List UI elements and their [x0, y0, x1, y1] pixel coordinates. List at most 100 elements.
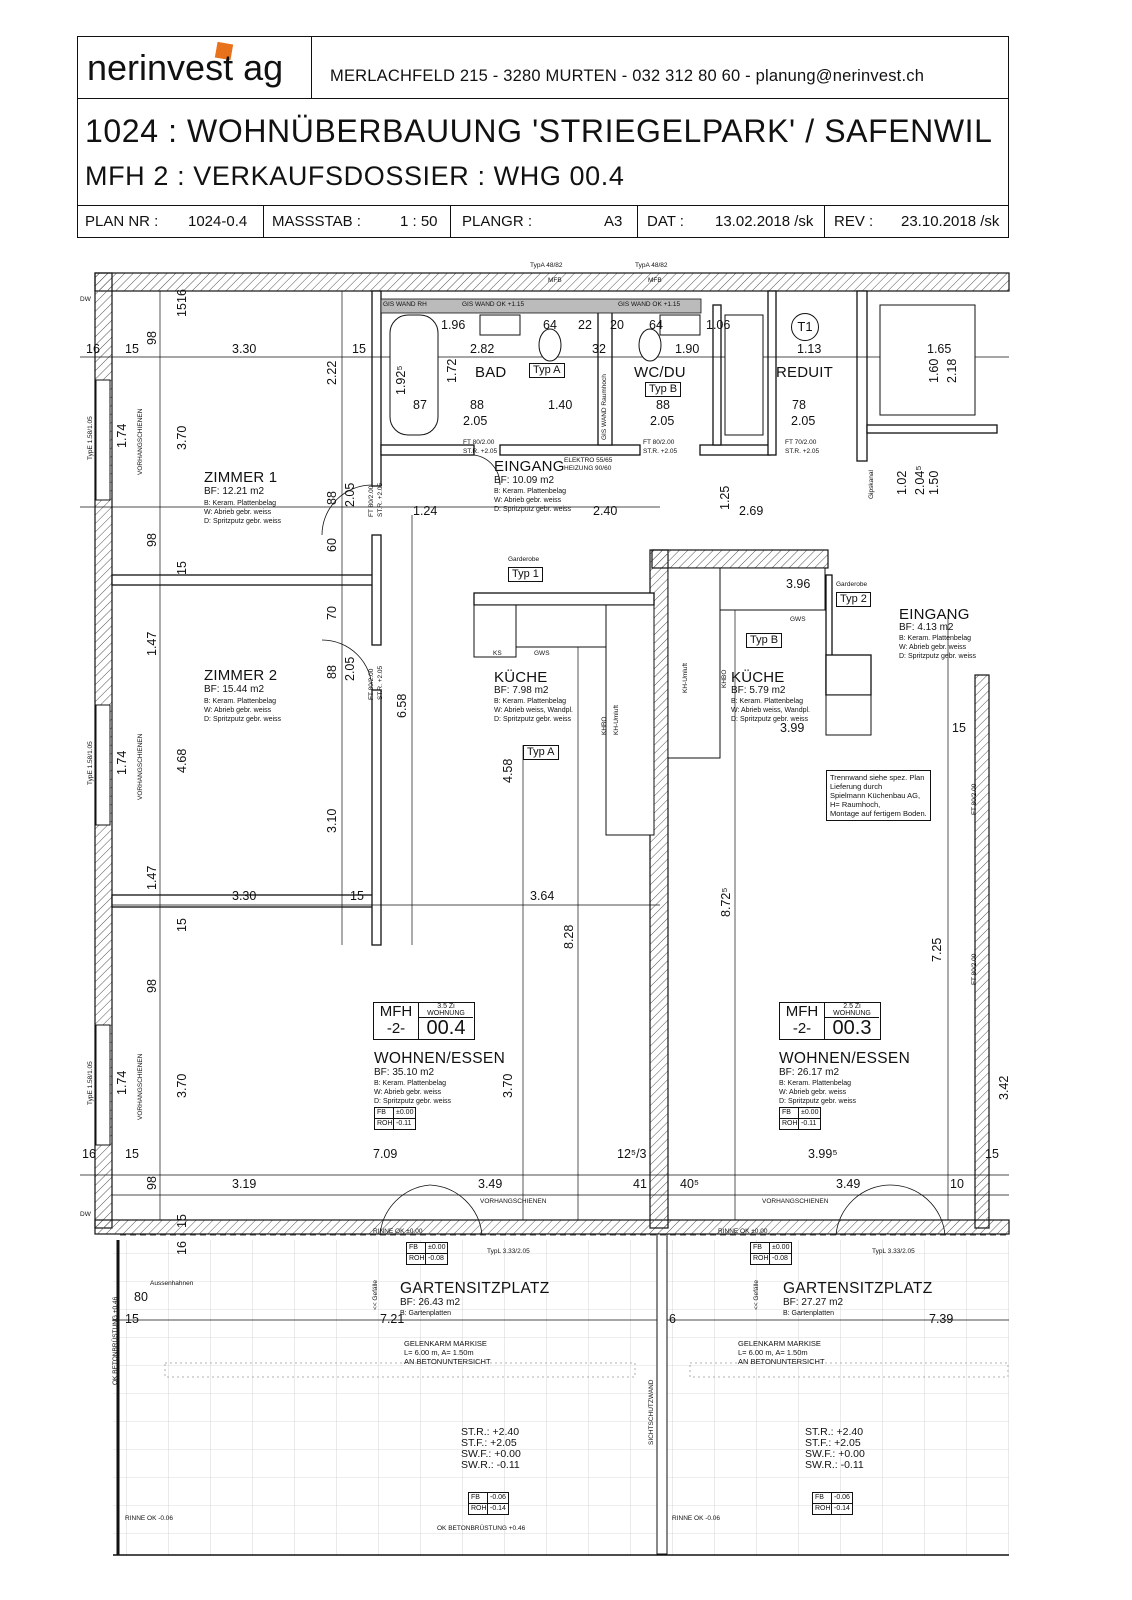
room-reduit: REDUIT	[776, 364, 834, 381]
ks-label: KS	[493, 650, 502, 657]
dim-v-4-68: 4.68	[175, 748, 189, 773]
mfb-label: MFB	[648, 277, 662, 284]
dim-3-49: 3.49	[478, 1177, 503, 1191]
technical-shaft-t1: T1	[791, 313, 819, 341]
dim-16: 16	[86, 342, 100, 356]
gis-wall-raumhoch: GIS WAND Raumhoch	[601, 374, 608, 440]
gutter-label-garden: RINNE OK -0.06	[672, 1515, 721, 1522]
door-str: ST.R. +2.05	[643, 448, 678, 455]
dim-v-2-04-5: 2.04⁵	[913, 465, 927, 495]
dim-16: 16	[82, 1147, 96, 1161]
dim-v-6-58: 6.58	[395, 693, 409, 718]
kitchen-fixtures	[473, 567, 872, 836]
curtain-rail-label: VORHANGSCHIENEN	[137, 733, 144, 800]
hood-label: KH-Umluft	[682, 663, 689, 693]
dim-v-7-25: 7.25	[930, 937, 944, 962]
door-str: ST.R. +2.05	[463, 448, 498, 455]
dim-v-15: 15	[175, 918, 189, 932]
dimension-lines	[80, 291, 1009, 1321]
dim-3-30: 3.30	[232, 889, 257, 903]
dim-7-39: 7.39	[929, 1312, 954, 1326]
dim-88: 88	[470, 398, 484, 412]
outdoor-tap-label: Aussenhahnen	[150, 1280, 194, 1287]
garden-finish: B: Gartenplatten	[400, 1310, 451, 1317]
gis-wall-ok: GIS WAND OK +1.15	[618, 301, 681, 308]
dim-3-99: 3.99	[780, 721, 805, 735]
gipskanal-label: Gipskanal	[868, 470, 875, 499]
company-name: nerinvest ag	[87, 47, 284, 88]
curtain-rail-label: VORHANGSCHIENEN	[762, 1198, 829, 1205]
room-zimmer-1-area: BF: 12.21 m2	[204, 486, 265, 497]
level-box: FB-0.06 ROH-0.14	[812, 1492, 853, 1515]
dim-v-98: 98	[145, 331, 159, 345]
dim-6: 6	[669, 1312, 676, 1326]
khbo-label: KHBO	[601, 716, 608, 735]
dim-v-88: 88	[325, 665, 339, 679]
room-kueche-b: KÜCHE	[731, 669, 785, 686]
window-type-a-2: TypA 48/82	[635, 262, 668, 269]
door-ft80: FT 80/2.00	[463, 439, 495, 446]
door-ft80: FT 80/2.00	[971, 783, 978, 815]
dim-v-1-47: 1.47	[145, 865, 159, 890]
dim-1-40: 1.40	[548, 398, 573, 412]
room-wohnen-b: WOHNEN/ESSEN	[779, 1050, 911, 1067]
gutter-label-garden: RINNE OK -0.06	[125, 1515, 174, 1522]
dim-v-8-72: 8.72⁵	[719, 887, 733, 917]
door-type-l: TypL 3.33/2.05	[872, 1248, 915, 1255]
kitchen-type-b: Typ B	[746, 633, 783, 648]
note-heizung: HEIZUNG 90/60	[564, 465, 612, 472]
privacy-wall	[656, 1233, 668, 1555]
dim-64: 64	[543, 318, 557, 332]
dim-v-98: 98	[145, 533, 159, 547]
dim-15: 15	[985, 1147, 999, 1161]
room-garten-a-area: BF: 26.43 m2	[400, 1297, 461, 1308]
dim-3-49: 3.49	[836, 1177, 861, 1191]
dim-10: 10	[950, 1177, 964, 1191]
parapet-label: OK BETONBRÜSTUNG +0.46	[437, 1525, 526, 1532]
dim-v-15: 15	[175, 303, 189, 317]
door-str: ST.R. +2.05	[377, 665, 384, 700]
dim-3-99-5: 3.99⁵	[808, 1147, 838, 1161]
dim-v-15: 15	[175, 1214, 189, 1228]
plan-nr-label: PLAN NR :	[85, 213, 159, 230]
garderobe-label: Garderobe	[836, 581, 868, 588]
dw-label: DW	[80, 1211, 91, 1218]
dim-22: 22	[578, 318, 592, 332]
dim-15: 15	[952, 721, 966, 735]
dim-v-2-05: 2.05	[343, 656, 357, 681]
dim-v-1-72: 1.72	[445, 358, 459, 383]
dim-1-96: 1.96	[441, 318, 466, 332]
company-address: MERLACHFELD 215 - 3280 MURTEN - 032 312 …	[330, 67, 925, 85]
bath-type-a: Typ A	[529, 363, 565, 378]
dim-v-70: 70	[325, 606, 339, 620]
dim-v-1-47: 1.47	[145, 631, 159, 656]
gutter-label: RINNE OK ±0.00	[718, 1228, 768, 1235]
markise-outline	[164, 1362, 1009, 1378]
dim-v-3-42: 3.42	[997, 1075, 1011, 1100]
garderobe-type-1: Typ 1	[508, 567, 543, 582]
dim-32: 32	[592, 342, 606, 356]
windows-left	[95, 379, 111, 1146]
scale-value: 1 : 50	[400, 213, 438, 230]
room-kueche-a-area: BF: 7.98 m2	[494, 685, 549, 696]
dim-1-65: 1.65	[927, 342, 952, 356]
format-label: PLANGR :	[462, 213, 533, 230]
dim-15: 15	[125, 342, 139, 356]
dim-2-40: 2.40	[593, 504, 618, 518]
dim-v-2-05: 2.05	[343, 482, 357, 507]
gis-wall	[380, 298, 702, 314]
gis-wall-rh: GIS WAND RH	[383, 301, 427, 308]
dim-v-60: 60	[325, 538, 339, 552]
dim-41: 41	[633, 1177, 647, 1191]
interior-walls	[111, 290, 998, 946]
dim-1-13: 1.13	[797, 342, 822, 356]
doors	[321, 454, 946, 1236]
door-ft80: FT 80/2.00	[643, 439, 675, 446]
